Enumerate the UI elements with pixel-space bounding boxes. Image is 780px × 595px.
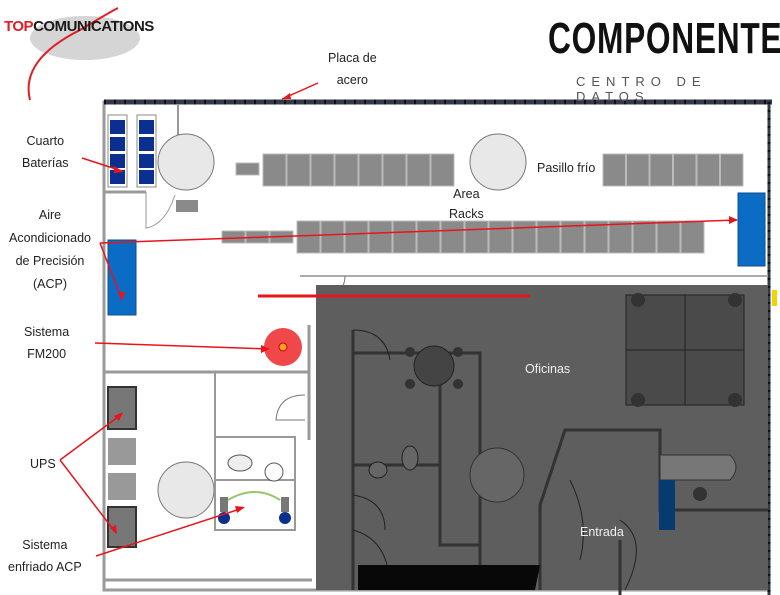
company-logo: TOPCOMUNICATIONS [4,18,154,35]
rack [488,220,513,254]
rack [286,153,311,187]
rack [626,153,650,187]
label-line: Cuarto [26,134,65,148]
rack [602,153,626,187]
workstations [625,294,745,406]
rack [696,153,720,187]
label-line: Acondicionado [8,231,91,245]
battery-racks [107,114,157,188]
rack [632,220,657,254]
columns [157,133,527,519]
rack [235,162,260,176]
logo-rest: COMUNICATIONS [33,18,154,35]
logo-globe-icon [30,16,140,60]
logo-top: TOP [4,18,34,35]
rack [296,220,321,254]
rack [430,153,455,187]
acp-unit-left [107,239,137,316]
rack [536,220,561,254]
ups-units [107,386,137,548]
page-subtitle: CENTRO DE DATOS [576,74,707,104]
label-line: Sistema [22,538,68,552]
cooling-pipe [227,491,281,501]
rack [368,220,393,254]
meeting-table [413,345,455,387]
rack [392,220,417,254]
label-line: Sistema [24,325,70,339]
rack [512,220,537,254]
label-acp-cooling: Sistema enfriado ACP [8,534,82,578]
rack [680,220,705,254]
rack [406,153,431,187]
rack [382,153,407,187]
rack [334,153,359,187]
label-entrance: Entrada [580,525,624,539]
label-line: acero [336,73,368,87]
label-line: Racks [449,207,484,221]
label-line: (ACP) [32,277,68,291]
rack [673,153,697,187]
label-ups: UPS [30,457,56,471]
rack [608,220,633,254]
rack [310,153,335,187]
label-offices: Oficinas [525,362,571,376]
rack [320,220,345,254]
label-line: Baterías [22,156,69,170]
rack [649,153,673,187]
rack [464,220,489,254]
label-line: FM200 [27,347,67,361]
rack [440,220,465,254]
label-line: enfriado ACP [8,560,82,574]
label-line: Placa de [328,51,377,65]
rack [560,220,585,254]
reception-desk [659,480,675,530]
logo-swoosh [27,7,119,101]
rack [262,153,287,187]
label-line: Area [453,187,480,201]
rack [720,153,744,187]
rack [221,230,246,244]
label-line: Aire [38,208,62,222]
label-steel-plate: Placa de acero [328,47,377,91]
acp-unit-right [737,192,766,267]
label-line: de Precisión [15,254,85,268]
rack [344,220,369,254]
annotation-arrows [59,82,738,557]
rack [416,220,441,254]
rack-rows [221,153,744,254]
rack [584,220,609,254]
rack [656,220,681,254]
label-cold-aisle: Pasillo frío [537,161,596,175]
page-title: COMPONENTES [548,14,780,63]
rack [358,153,383,187]
